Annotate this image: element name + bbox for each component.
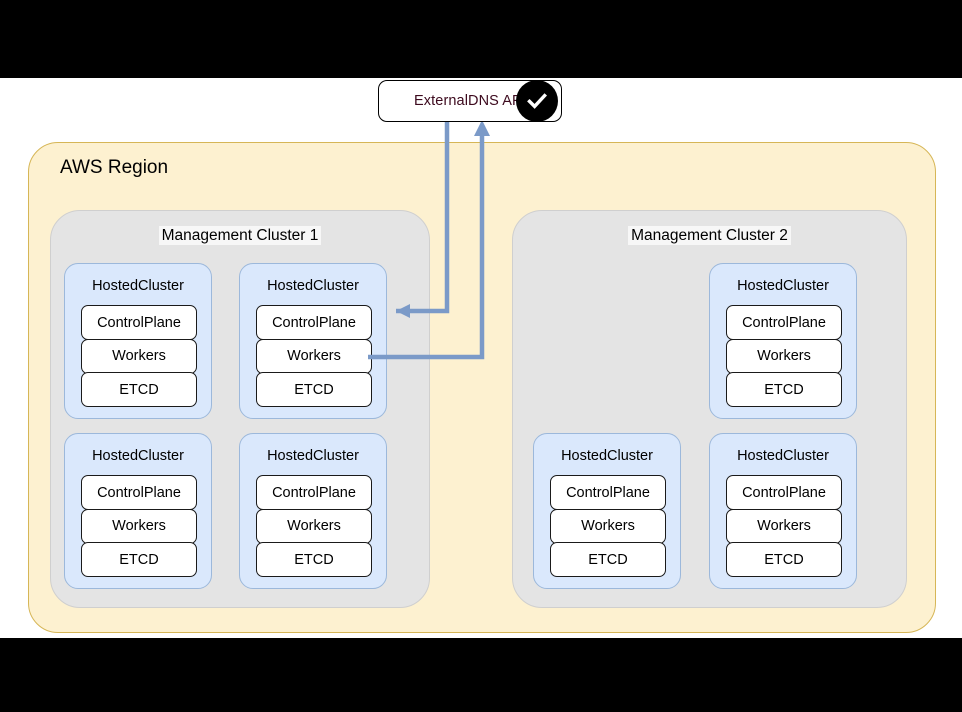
component-etcd: ETCD: [81, 372, 197, 407]
hosted-cluster-title: HostedCluster: [267, 278, 359, 294]
hosted-cluster-title: HostedCluster: [267, 448, 359, 464]
hosted-cluster-title: HostedCluster: [737, 278, 829, 294]
externaldns-api-label: ExternalDNS API: [414, 93, 526, 109]
hosted-cluster-mc2-2: HostedCluster ControlPlane Workers ETCD: [533, 433, 681, 589]
hosted-cluster-mc1-3: HostedCluster ControlPlane Workers ETCD: [64, 433, 212, 589]
component-controlplane: ControlPlane: [726, 305, 842, 340]
component-controlplane: ControlPlane: [256, 475, 372, 510]
component-etcd: ETCD: [550, 542, 666, 577]
hosted-cluster-title: HostedCluster: [737, 448, 829, 464]
hosted-cluster-components: ControlPlane Workers ETCD: [726, 305, 842, 407]
check-circle-icon: [516, 80, 558, 122]
hosted-cluster-components: ControlPlane Workers ETCD: [81, 475, 197, 577]
management-cluster-2-label: Management Cluster 2: [513, 226, 906, 245]
component-controlplane: ControlPlane: [81, 305, 197, 340]
component-workers: Workers: [256, 508, 372, 544]
hosted-cluster-components: ControlPlane Workers ETCD: [256, 305, 372, 407]
component-etcd: ETCD: [726, 372, 842, 407]
hosted-cluster-title: HostedCluster: [92, 448, 184, 464]
component-controlplane: ControlPlane: [726, 475, 842, 510]
hosted-cluster-mc1-2: HostedCluster ControlPlane Workers ETCD: [239, 263, 387, 419]
component-etcd: ETCD: [256, 372, 372, 407]
component-etcd: ETCD: [256, 542, 372, 577]
component-workers: Workers: [550, 508, 666, 544]
hosted-cluster-title: HostedCluster: [92, 278, 184, 294]
management-cluster-1-label: Management Cluster 1: [51, 226, 429, 245]
hosted-cluster-mc2-3: HostedCluster ControlPlane Workers ETCD: [709, 433, 857, 589]
hosted-cluster-mc2-1: HostedCluster ControlPlane Workers ETCD: [709, 263, 857, 419]
hosted-cluster-mc1-4: HostedCluster ControlPlane Workers ETCD: [239, 433, 387, 589]
component-controlplane: ControlPlane: [550, 475, 666, 510]
component-workers: Workers: [81, 508, 197, 544]
component-etcd: ETCD: [81, 542, 197, 577]
component-workers: Workers: [256, 338, 372, 374]
aws-region-label: AWS Region: [60, 157, 169, 178]
hosted-cluster-components: ControlPlane Workers ETCD: [256, 475, 372, 577]
component-controlplane: ControlPlane: [256, 305, 372, 340]
component-workers: Workers: [726, 508, 842, 544]
hosted-cluster-mc1-1: HostedCluster ControlPlane Workers ETCD: [64, 263, 212, 419]
hosted-cluster-title: HostedCluster: [561, 448, 653, 464]
hosted-cluster-components: ControlPlane Workers ETCD: [550, 475, 666, 577]
component-controlplane: ControlPlane: [81, 475, 197, 510]
component-workers: Workers: [726, 338, 842, 374]
component-etcd: ETCD: [726, 542, 842, 577]
hosted-cluster-components: ControlPlane Workers ETCD: [726, 475, 842, 577]
hosted-cluster-components: ControlPlane Workers ETCD: [81, 305, 197, 407]
component-workers: Workers: [81, 338, 197, 374]
